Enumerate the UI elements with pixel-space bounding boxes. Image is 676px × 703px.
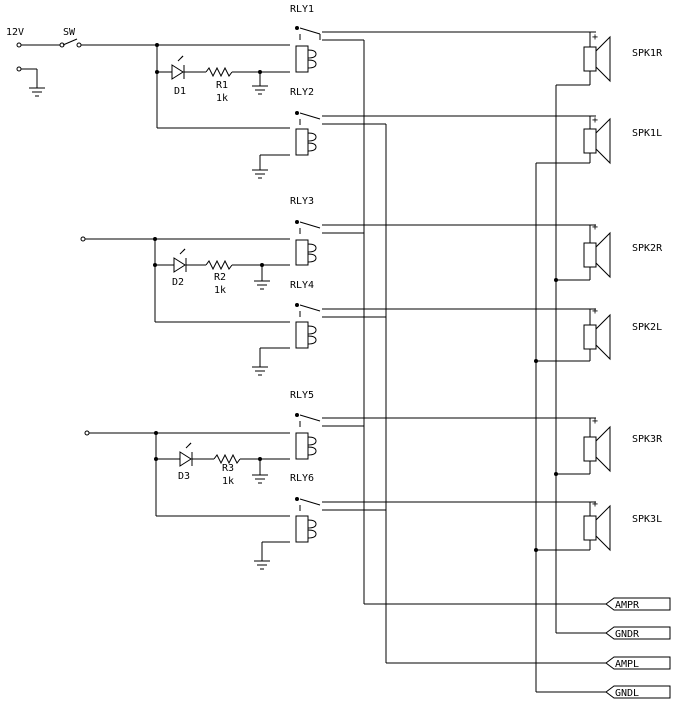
supply-voltage-label: 12V	[6, 27, 24, 38]
resistor-value: 1k	[214, 285, 226, 296]
led-label: D2	[172, 277, 184, 288]
connector-ampr: AMPR	[605, 597, 671, 611]
supply-terminal-positive	[16, 42, 22, 48]
speaker-label: SPK2L	[632, 322, 662, 333]
speaker-spk1r: + SPK1R	[556, 31, 663, 86]
switch-label: SW	[63, 27, 76, 38]
led-label: D3	[178, 471, 190, 482]
speaker-icon	[583, 313, 611, 361]
ground-icon	[252, 474, 268, 484]
amp-buses	[363, 40, 606, 693]
relay-label: RLY1	[290, 4, 314, 15]
relay-rly3: RLY3	[290, 196, 596, 266]
ground-icon	[252, 169, 268, 179]
speaker-spk1l: + SPK1L	[536, 115, 662, 165]
speaker-polarity-mark: +	[592, 115, 598, 126]
resistor-icon	[205, 259, 233, 271]
led-icon	[171, 55, 185, 80]
resistor-value: 1k	[216, 93, 228, 104]
supply-terminal-ground	[16, 66, 22, 72]
speaker-polarity-mark: +	[592, 499, 598, 510]
section-3-input-terminal	[84, 430, 90, 436]
speaker-label: SPK3R	[632, 434, 663, 445]
relay-rly6: RLY6	[290, 473, 596, 543]
speaker-polarity-mark: +	[592, 306, 598, 317]
relay-rly4: RLY4	[290, 280, 596, 349]
speaker-icon	[583, 35, 611, 83]
led-icon	[173, 248, 187, 273]
ground-icon	[252, 85, 268, 95]
ground-icon	[254, 560, 270, 570]
relay-rly5: RLY5	[290, 390, 596, 460]
relay-rly1: RLY1	[290, 4, 596, 73]
resistor-label: R3	[222, 463, 234, 474]
relay-label: RLY6	[290, 473, 314, 484]
switch-blade	[62, 38, 78, 46]
speaker-icon	[583, 425, 611, 473]
speaker-spk2l: + SPK2L	[536, 306, 662, 362]
connector-label: GNDL	[615, 688, 639, 699]
speaker-polarity-mark: +	[592, 32, 598, 43]
resistor-icon	[205, 66, 233, 78]
control-section-1: D1 R1 1k RLY1 RLY2	[155, 4, 596, 179]
relay-label: RLY2	[290, 87, 314, 98]
connector-ampl: AMPL	[605, 656, 671, 670]
control-section-3: D3 R3 1k RLY5 RLY6	[154, 390, 596, 570]
power-input: 12V SW	[6, 27, 157, 97]
speaker-label: SPK1L	[632, 128, 662, 139]
ground-icon	[254, 280, 270, 290]
relay-label: RLY4	[290, 280, 314, 291]
control-section-2: D2 R2 1k RLY3 RLY4	[153, 196, 596, 376]
led-label: D1	[174, 86, 186, 97]
resistor-icon	[213, 453, 241, 465]
speaker-spk3r: + SPK3R	[556, 416, 663, 475]
speaker-icon	[583, 117, 611, 165]
section-2-input-terminal	[80, 236, 86, 242]
speaker-polarity-mark: +	[592, 416, 598, 427]
speaker-spk2r: + SPK2R	[556, 222, 663, 281]
relay-label: RLY3	[290, 196, 314, 207]
speaker-icon	[583, 504, 611, 552]
resistor-label: R2	[214, 272, 226, 283]
speaker-label: SPK2R	[632, 243, 663, 254]
connector-label: AMPR	[615, 600, 640, 611]
ground-icon	[29, 87, 45, 97]
connector-gndl: GNDL	[605, 685, 671, 699]
connector-label: AMPL	[615, 659, 639, 670]
speaker-spk3l: + SPK3L	[536, 499, 662, 552]
resistor-value: 1k	[222, 476, 234, 487]
ground-icon	[252, 366, 268, 376]
speaker-icon	[583, 231, 611, 279]
speaker-polarity-mark: +	[592, 222, 598, 233]
relay-rly2: RLY2	[290, 87, 596, 156]
connector-label: GNDR	[615, 629, 640, 640]
speaker-label: SPK3L	[632, 514, 662, 525]
speaker-label: SPK1R	[632, 48, 663, 59]
relay-label: RLY5	[290, 390, 314, 401]
resistor-label: R1	[216, 80, 228, 91]
led-icon	[179, 442, 193, 467]
connector-gndr: GNDR	[605, 626, 671, 640]
